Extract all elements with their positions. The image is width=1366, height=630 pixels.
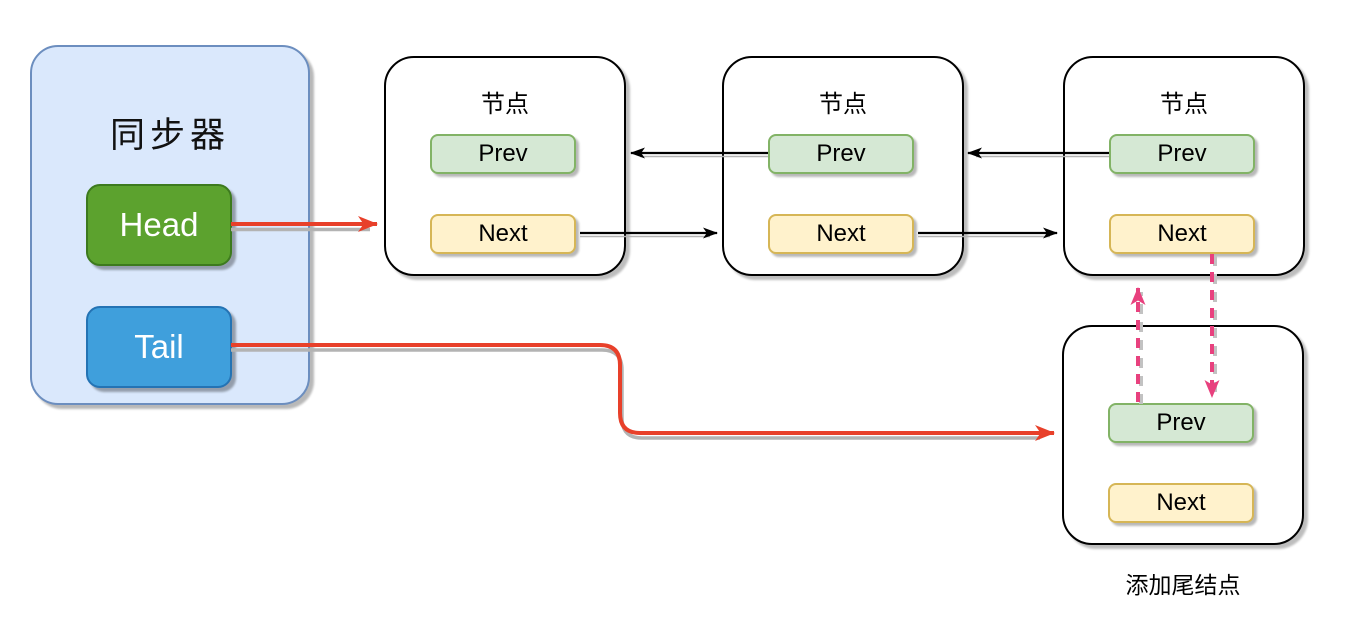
node-2: 节点 Prev Next [722,56,964,276]
node-1-prev-field: Prev [430,134,576,174]
node-3-next-field: Next [1109,214,1255,254]
node-title: 节点 [819,91,867,118]
tail-pointer-arrow [231,343,1055,441]
synchronizer-title: 同步器 [109,116,230,155]
node-4-prev-field: Prev [1108,403,1254,443]
diagram-caption: 添加尾结点 [1125,572,1241,598]
node-4-new-tail: Prev Next [1062,325,1304,545]
node-3-prev-field: Prev [1109,134,1255,174]
synchronizer-box: 同步器 Head Tail [30,45,310,405]
tail-pointer: Tail [86,306,232,388]
node-1: 节点 Prev Next [384,56,626,276]
node-title: 节点 [1160,91,1208,118]
node-2-prev-field: Prev [768,134,914,174]
node-4-next-field: Next [1108,483,1254,523]
node-1-next-field: Next [430,214,576,254]
node-title: 节点 [481,91,529,118]
node-2-next-field: Next [768,214,914,254]
node-3: 节点 Prev Next [1063,56,1305,276]
head-pointer: Head [86,184,232,266]
